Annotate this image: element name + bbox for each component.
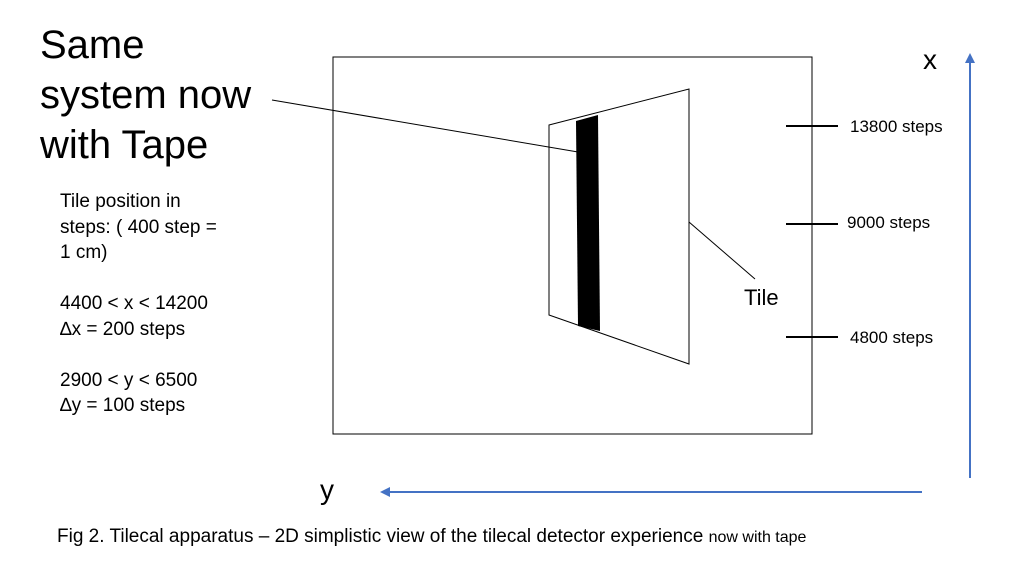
info-line-1: Tile position in [60, 191, 181, 212]
info-spacer [60, 342, 260, 368]
figure-caption: Fig 2. Tilecal apparatus – 2D simplistic… [57, 526, 806, 548]
y-axis-label: y [320, 474, 334, 505]
tile-leader-line [688, 221, 756, 280]
tick-label-9000: 9000 steps [847, 213, 931, 232]
page-title: Same system now with Tape [40, 20, 300, 170]
info-line-3: 1 cm) [60, 242, 108, 263]
y-step-text: ∆y = 100 steps [60, 395, 186, 416]
info-line-2: steps: ( 400 step = [60, 216, 217, 238]
x-axis-label: x [923, 44, 937, 75]
title-line-3: with Tape [40, 123, 209, 167]
tick-label-13800: 13800 steps [850, 117, 943, 136]
caption-main: Fig 2. Tilecal apparatus – 2D simplistic… [57, 526, 704, 547]
info-spacer [60, 266, 260, 292]
caption-suffix: now with tape [708, 529, 807, 546]
tile-position-info: Tile position in steps: ( 400 step = 1 c… [60, 189, 260, 419]
apparatus-frame [332, 56, 813, 435]
title-line-2: system now [40, 73, 252, 117]
tile-shape [548, 88, 690, 365]
tape-strip [576, 115, 600, 331]
tick-label-4800: 4800 steps [850, 328, 934, 347]
x-range-text: 4400 < x < 14200 [60, 293, 208, 314]
y-range-text: 2900 < y < 6500 [60, 369, 198, 391]
tile-label: Tile [744, 285, 779, 310]
title-leader-line [271, 99, 579, 153]
title-line-1: Same [40, 23, 145, 67]
x-step-text: ∆x = 200 steps [60, 318, 186, 340]
